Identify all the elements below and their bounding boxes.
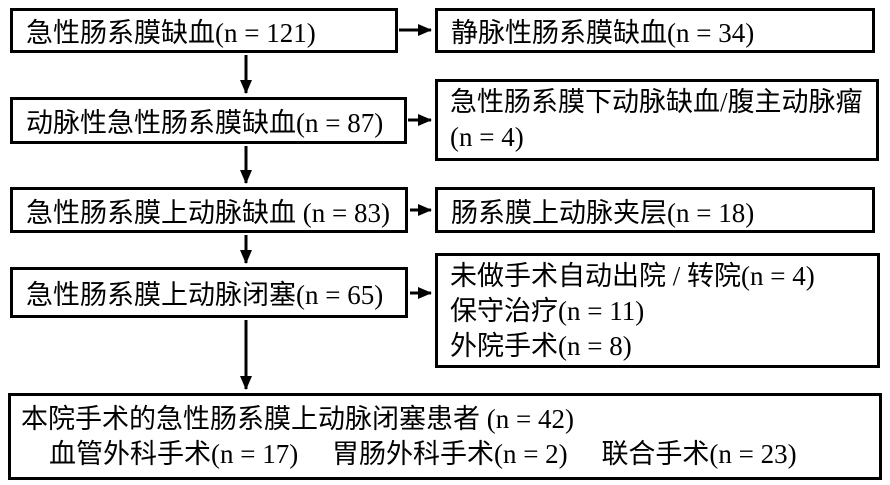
box-acute-sma-occlusion-label: 急性肠系膜上动脉闭塞(n = 65) (26, 280, 384, 310)
box-venous-mesenteric-ischemia: 静脉性肠系膜缺血(n = 34) (435, 8, 875, 53)
box-non-surgical-outcomes: 未做手术自动出院 / 转院(n = 4) 保守治疗(n = 11) 外院手术(n… (435, 253, 880, 368)
box-acute-sma-occlusion: 急性肠系膜上动脉闭塞(n = 65) (10, 267, 408, 318)
box-non-surgical-outcomes-line1: 未做手术自动出院 / 转院(n = 4) (450, 261, 815, 291)
box-hospital-surgery-patients: 本院手术的急性肠系膜上动脉闭塞患者 (n = 42) 血管外科手术(n = 17… (8, 393, 882, 480)
gastrointestinal-surgery-count: 胃肠外科手术(n = 2) (331, 439, 568, 469)
combined-surgery-count: 联合手术(n = 23) (601, 439, 797, 469)
box-arterial-acute-mesenteric-ischemia: 动脉性急性肠系膜缺血(n = 87) (10, 97, 407, 144)
box-inferior-mesenteric-or-aaa: 急性肠系膜下动脉缺血/腹主动脉瘤 (n = 4) (435, 79, 879, 161)
box-acute-sma-ischemia-label: 急性肠系膜上动脉缺血 (n = 83) (26, 197, 390, 228)
box-hospital-surgery-patients-line2: 血管外科手术(n = 17) 胃肠外科手术(n = 2) 联合手术(n = 23… (21, 437, 875, 471)
box-inferior-mesenteric-or-aaa-line1: 急性肠系膜下动脉缺血/腹主动脉瘤 (450, 87, 863, 117)
box-hospital-surgery-patients-line1: 本院手术的急性肠系膜上动脉闭塞患者 (n = 42) (21, 404, 574, 434)
box-venous-mesenteric-ischemia-label: 静脉性肠系膜缺血(n = 34) (451, 18, 755, 48)
box-acute-mesenteric-ischemia-label: 急性肠系膜缺血(n = 121) (26, 18, 316, 48)
vascular-surgery-count: 血管外科手术(n = 17) (49, 439, 299, 469)
box-non-surgical-outcomes-line3: 外院手术(n = 8) (450, 331, 632, 361)
box-non-surgical-outcomes-line2: 保守治疗(n = 11) (450, 296, 645, 326)
box-arterial-acute-mesenteric-ischemia-label: 动脉性急性肠系膜缺血(n = 87) (26, 108, 384, 138)
box-inferior-mesenteric-or-aaa-line2: (n = 4) (450, 122, 524, 152)
box-sma-dissection: 肠系膜上动脉夹层(n = 18) (435, 187, 875, 233)
box-acute-sma-ischemia: 急性肠系膜上动脉缺血 (n = 83) (10, 187, 408, 233)
box-sma-dissection-label: 肠系膜上动脉夹层(n = 18) (451, 197, 755, 228)
box-acute-mesenteric-ischemia: 急性肠系膜缺血(n = 121) (10, 8, 398, 53)
